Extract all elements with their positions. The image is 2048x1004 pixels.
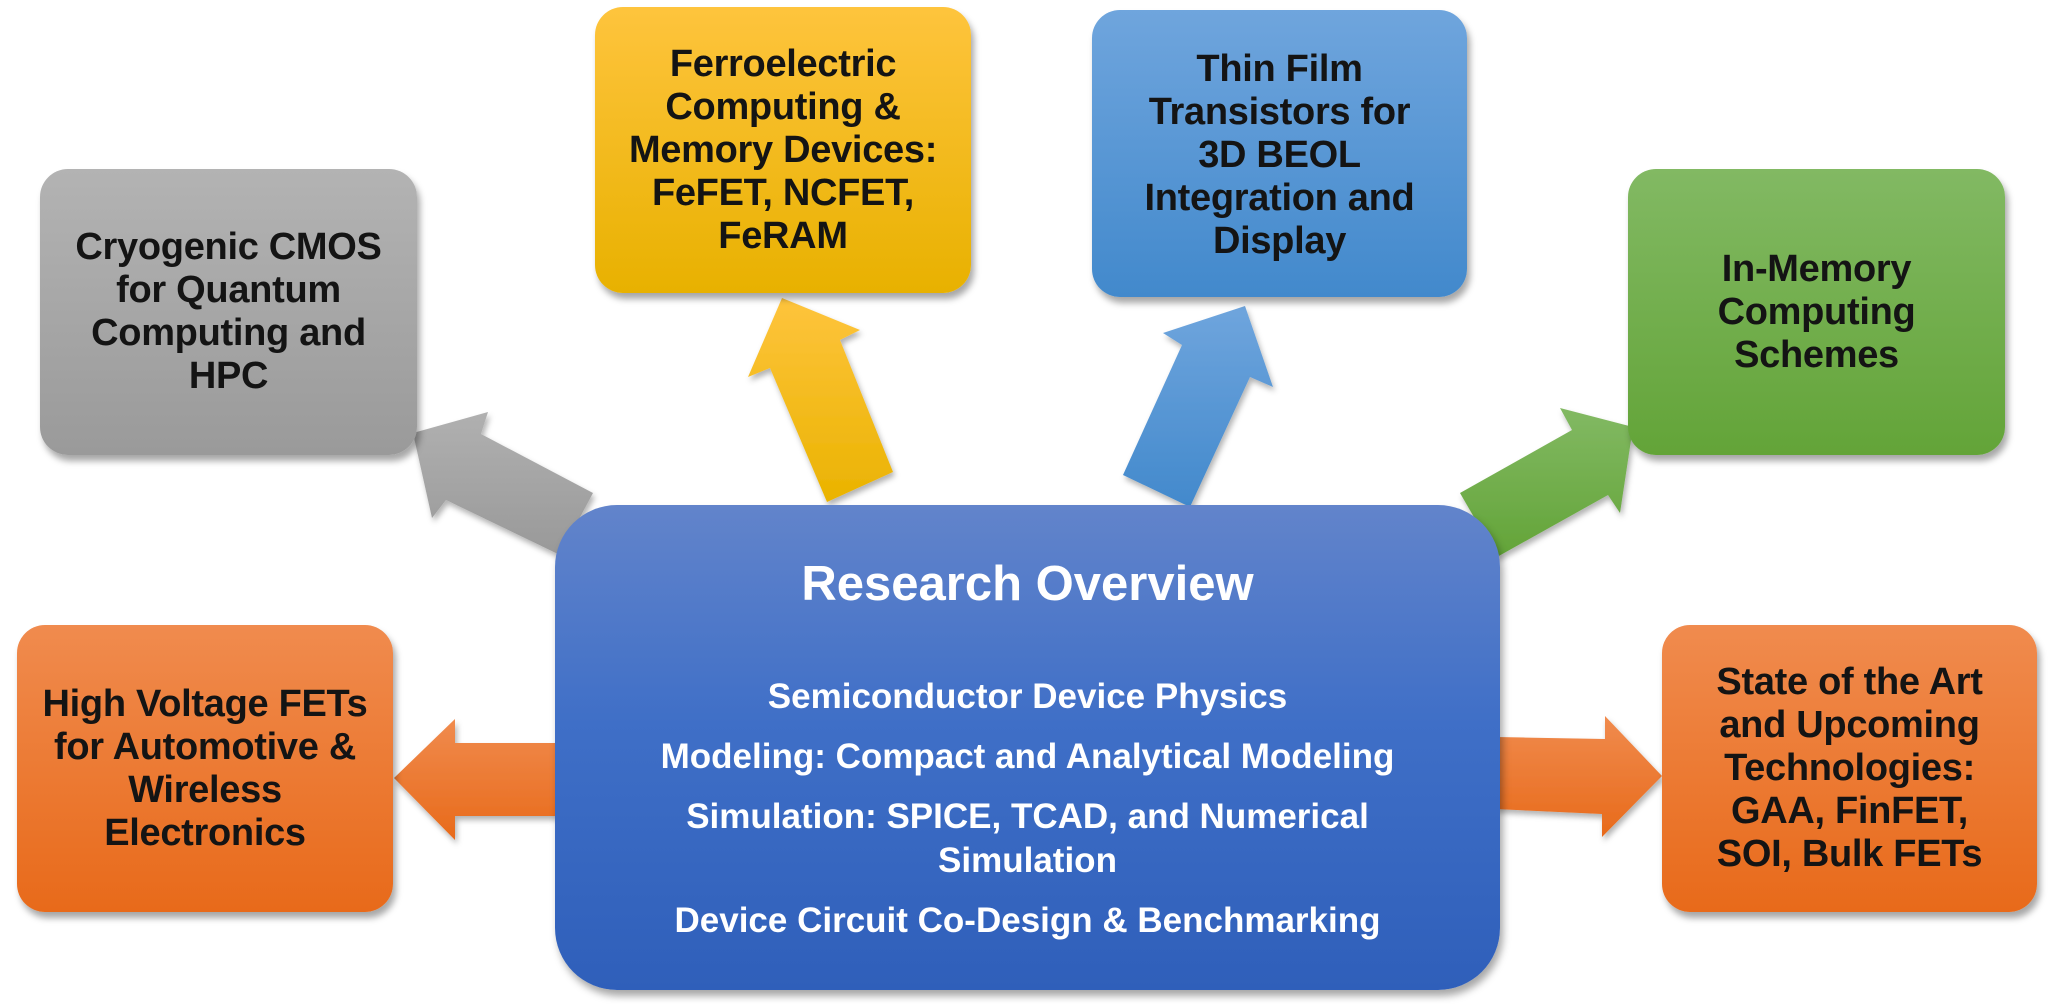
arrow-to-state-of-art (1495, 716, 1662, 837)
research-overview-box: Research Overview Semiconductor Device P… (555, 505, 1500, 990)
arrow-to-cryogenic (413, 412, 593, 555)
arrow-to-in-memory (1460, 408, 1633, 557)
topic-label-high-voltage: High Voltage FETs for Automotive & Wirel… (42, 682, 368, 854)
topic-box-cryogenic: Cryogenic CMOS for Quantum Computing and… (40, 169, 417, 455)
arrow-to-thin-film (1123, 306, 1273, 507)
topic-box-state-of-art: State of the Art and Upcoming Technologi… (1662, 625, 2037, 912)
topic-label-ferroelectric: Ferroelectric Computing & Memory Devices… (628, 43, 938, 257)
topic-label-cryogenic: Cryogenic CMOS for Quantum Computing and… (75, 226, 382, 397)
research-area-item: Semiconductor Device Physics (767, 677, 1288, 716)
research-area-item: Device Circuit Co-Design & Benchmarking (674, 901, 1381, 940)
topic-label-state-of-art: State of the Art and Upcoming Technologi… (1716, 661, 1983, 875)
topic-box-in-memory: In-Memory Computing Schemes (1628, 169, 2005, 455)
topic-box-high-voltage: High Voltage FETs for Automotive & Wirel… (17, 625, 393, 912)
topic-box-thin-film: Thin Film Transistors for 3D BEOL Integr… (1092, 10, 1467, 297)
research-area-item: Simulation: SPICE, TCAD, and Numerical S… (686, 797, 1369, 880)
research-areas-list: Semiconductor Device Physics Modeling: C… (555, 675, 1500, 959)
arrow-to-high-voltage (394, 719, 560, 840)
topic-box-ferroelectric: Ferroelectric Computing & Memory Devices… (595, 7, 971, 293)
research-area-item: Modeling: Compact and Analytical Modelin… (660, 737, 1395, 776)
arrow-to-ferroelectric (748, 298, 893, 502)
topic-label-thin-film: Thin Film Transistors for 3D BEOL Integr… (1144, 48, 1415, 262)
research-overview-title: Research Overview (801, 557, 1254, 611)
topic-label-in-memory: In-Memory Computing Schemes (1717, 247, 1916, 376)
